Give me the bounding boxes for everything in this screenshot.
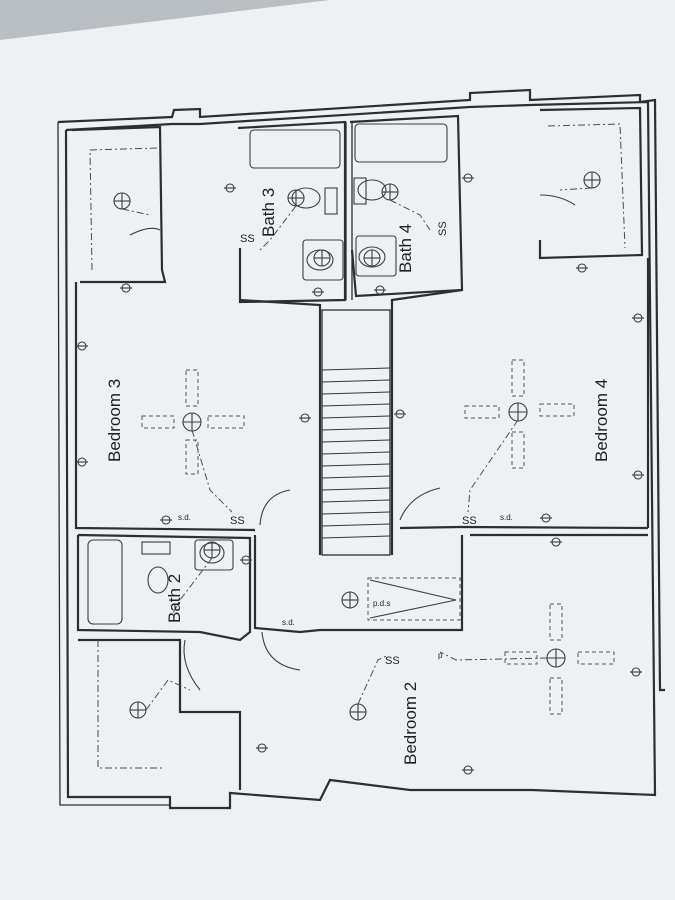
closet-bedroom3 xyxy=(71,125,167,284)
switch-label-bedroom3: SS xyxy=(230,515,245,527)
room-label-bath3: Bath 3 xyxy=(259,188,278,237)
closet-bedroom4 xyxy=(538,106,644,260)
switch-label-bedroom4: SS xyxy=(462,515,477,527)
smoke-detector-label-bedroom4: s.d. xyxy=(500,513,513,522)
room-label-bedroom4: Bedroom 4 xyxy=(592,379,611,462)
switch-label-bath3: SS xyxy=(240,233,255,245)
ceiling-fan-bedroom3 xyxy=(141,369,245,475)
phone-label: p xyxy=(438,651,443,660)
outlets xyxy=(76,173,644,775)
room-label-bath2: Bath 2 xyxy=(165,574,184,623)
bath-block-top xyxy=(237,114,464,304)
ceiling-fan-bedroom4 xyxy=(464,359,575,469)
bedroom-walls xyxy=(74,258,650,532)
switch-label-bedroom2: SS xyxy=(385,655,400,667)
stair-treads xyxy=(321,367,391,539)
light-fixtures xyxy=(113,171,601,721)
circuit-lines xyxy=(121,187,593,711)
smoke-detector-label-bedroom3: s.d. xyxy=(178,513,191,522)
hall-and-bedroom2-walls xyxy=(253,533,648,671)
switch-label-bath4: SS xyxy=(437,221,449,236)
exterior-walls xyxy=(57,88,665,810)
room-label-bedroom3: Bedroom 3 xyxy=(105,379,124,462)
room-label-bath4: Bath 4 xyxy=(396,224,415,273)
stair-corridor xyxy=(239,288,463,556)
closet-bottom-left xyxy=(78,638,242,790)
room-label-bedroom2: Bedroom 2 xyxy=(401,682,420,765)
bath-2-block xyxy=(76,533,252,642)
pull-down-stairs-label: p.d.s xyxy=(373,599,390,608)
ceiling-fan-bedroom2 xyxy=(504,603,615,715)
smoke-detector-label-hall: s.d. xyxy=(282,618,295,627)
